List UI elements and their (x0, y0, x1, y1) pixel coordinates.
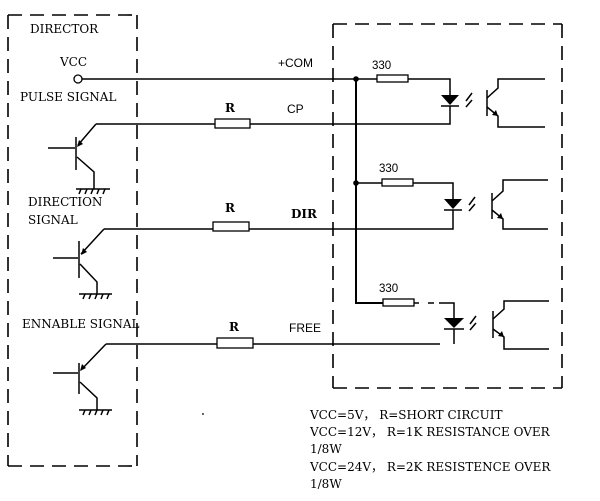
director-title: DIRECTOR (30, 22, 99, 36)
limit-resistor-label-2: 330 (379, 163, 398, 175)
vcc-label: VCC (59, 55, 87, 69)
free-resistor-label: R (229, 320, 240, 334)
notes: VCC=5V， R=SHORT CIRCUIT VCC=12V， R=1K RE… (309, 408, 551, 491)
cp-series-resistor (214, 118, 251, 129)
led-icon (441, 95, 459, 105)
vcc-terminal (73, 74, 83, 84)
director-box (7, 14, 138, 467)
pulse-signal-label: PULSE SIGNAL (20, 90, 116, 104)
common-bus (355, 79, 383, 304)
driver-box (332, 23, 563, 389)
note-line: VCC=5V， R=SHORT CIRCUIT (309, 408, 502, 422)
free-label: FREE (289, 321, 321, 335)
note-line: 1/8W (310, 477, 342, 491)
led-icon (444, 199, 462, 209)
cp-resistor-label: R (225, 101, 236, 115)
optocoupler-channel-2 (355, 178, 548, 230)
direction-transistor (53, 228, 112, 300)
optocoupler-channel-3 (382, 298, 549, 350)
stray-mark (202, 413, 204, 415)
dir-label: DIR (291, 207, 318, 221)
pulse-transistor (48, 123, 110, 195)
dir-series-resistor (212, 221, 250, 232)
direction-signal-label-2: SIGNAL (28, 213, 78, 227)
com-label: +COM (278, 56, 313, 70)
led-icon (444, 318, 464, 328)
cp-label: CP (287, 102, 304, 116)
enable-signal-label: ENNABLE SIGNAL (22, 317, 140, 331)
note-line: VCC=12V， R=1K RESISTANCE OVER (309, 425, 551, 439)
enable-transistor (53, 343, 112, 416)
free-series-resistor (216, 337, 254, 349)
dir-resistor-label: R (225, 201, 236, 215)
direction-signal-label-1: DIRECTION (28, 195, 102, 209)
optocoupler-channel-1 (355, 74, 545, 128)
limit-resistor-label-1: 330 (372, 60, 391, 72)
limit-resistor-label-3: 330 (379, 283, 398, 295)
note-line: 1/8W (310, 442, 342, 456)
note-line: VCC=24V， R=2K RESISTENCE OVER (309, 460, 551, 474)
